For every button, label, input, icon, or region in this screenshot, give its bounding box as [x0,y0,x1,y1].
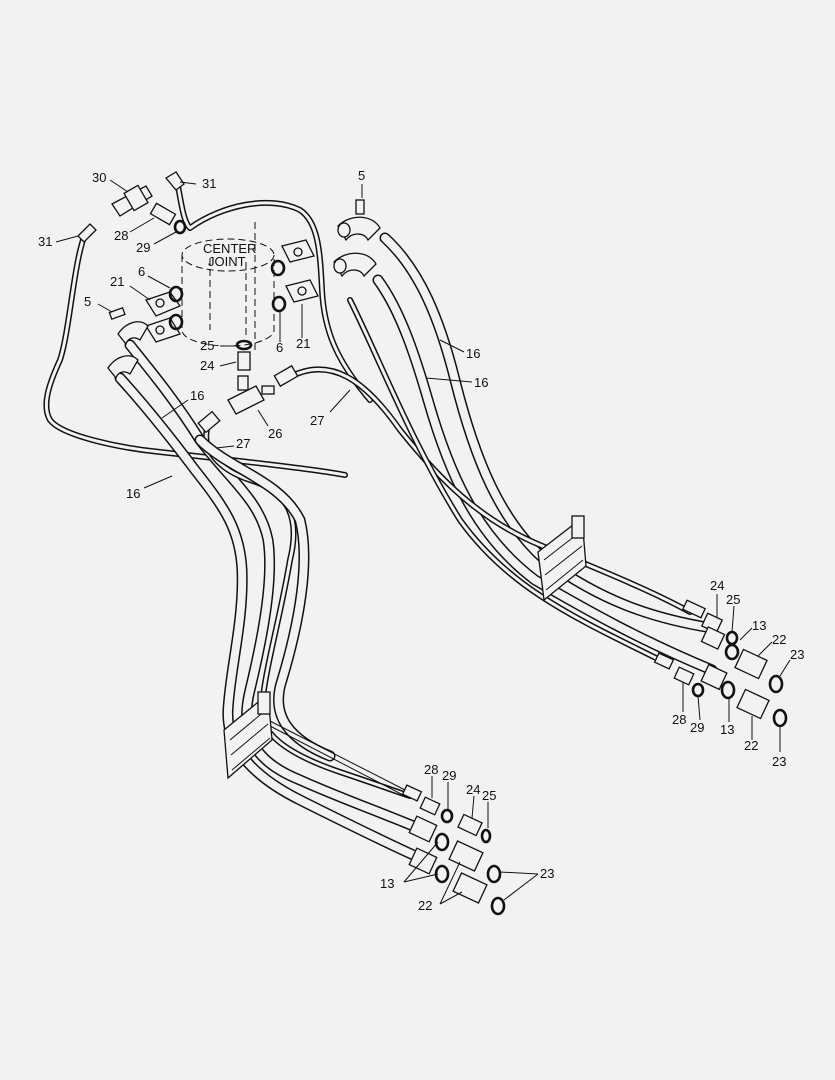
callout-13-right-b: 13 [720,722,734,737]
callout-28-bottom: 28 [424,762,438,777]
fittings-bottom-end [401,784,506,916]
callout-23-bottom: 23 [540,866,554,881]
callout-labels: 30 31 31 28 29 5 21 6 5 25 24 6 21 16 16… [38,168,804,913]
left-hose-clamp [223,691,273,780]
callout-31-top: 31 [202,176,216,191]
callout-13-right-a: 13 [752,618,766,633]
callout-27-left: 27 [236,436,250,451]
callout-29-bottom: 29 [442,768,456,783]
callout-23-right-a: 23 [790,647,804,662]
callout-21-left: 21 [110,274,124,289]
center-joint: CENTER JOINT [181,222,275,352]
callout-23-right-b: 23 [772,754,786,769]
center-joint-label-line1: CENTER [203,241,256,256]
callout-30: 30 [92,170,106,185]
center-joint-label-line2: JOINT [208,254,246,269]
callout-24-right: 24 [710,578,724,593]
left-hose-bundle [114,339,426,864]
right-hose-bundle [285,232,718,676]
callout-21-right: 21 [296,336,310,351]
callout-5-right: 5 [358,168,365,183]
callout-28-right: 28 [672,712,686,727]
callout-24-center: 24 [200,358,214,373]
callout-25-right: 25 [726,592,740,607]
flanges-right [270,199,381,313]
center-fittings [197,339,299,434]
callout-31-left: 31 [38,234,52,249]
callout-22-bottom: 22 [418,898,432,913]
flanges-left [107,285,184,380]
callout-6-right: 6 [276,340,283,355]
callout-29-top: 29 [136,240,150,255]
pilot-tube-top [175,183,373,403]
callout-16-right-b: 16 [474,375,488,390]
callout-16-right-a: 16 [466,346,480,361]
callout-28-top: 28 [114,228,128,243]
callout-5-left: 5 [84,294,91,309]
callout-16-left-b: 16 [126,486,140,501]
callout-25-center: 25 [200,338,214,353]
callout-29-right: 29 [690,720,704,735]
right-hose-clamp [537,515,587,602]
leader-lines [55,179,791,905]
callout-25-bottom: 25 [482,788,496,803]
callout-22-right-b: 22 [744,738,758,753]
pilot-tube-left [43,229,348,478]
callout-26: 26 [268,426,282,441]
callout-6-left: 6 [138,264,145,279]
callout-24-bottom: 24 [466,782,480,797]
callout-27-right: 27 [310,413,324,428]
callout-22-right-a: 22 [772,632,786,647]
fittings-top-left [77,171,187,243]
fittings-right-end [653,599,788,728]
callout-16-left-a: 16 [190,388,204,403]
callout-13-bottom: 13 [380,876,394,891]
